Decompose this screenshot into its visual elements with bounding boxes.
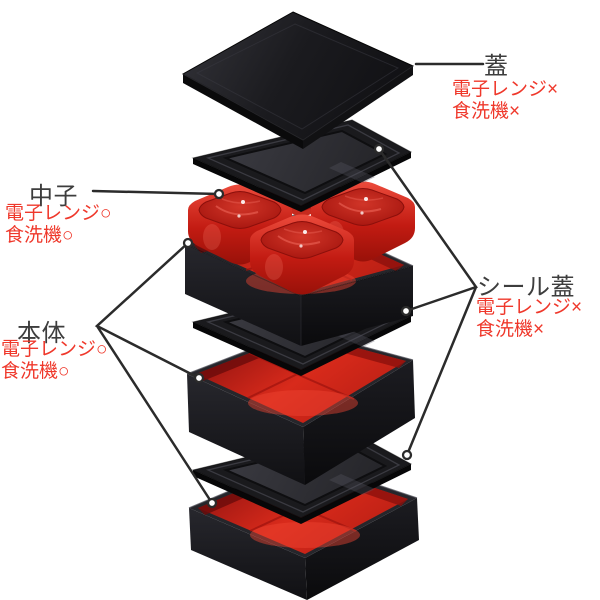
dot-seal-2 [400,305,412,317]
leader-seal-lid [377,147,478,457]
label-lid-note1: 電子レンジ× [452,79,559,100]
label-body-title: 本体 [17,320,66,347]
leader-body [94,241,214,505]
dot-seal-3 [401,449,413,461]
lid [181,11,415,149]
lid-edge-highlight [182,65,414,141]
label-body-note2: 食洗機○ [1,361,70,382]
body-box-2 [186,329,415,485]
lid-bevel [195,23,400,130]
label-seal-lid-note1: 電子レンジ× [476,297,583,318]
dot-inner-cups [213,188,225,200]
leader-dots [182,143,413,509]
label-inner-cups-note1: 電子レンジ○ [5,203,112,224]
label-inner-cups-notes: 電子レンジ○ 食洗機○ [5,203,111,247]
leader-inner-cups [91,189,221,196]
label-lid-note2: 食洗機× [452,101,521,122]
dot-body-2 [193,372,205,384]
lid-right-edge [303,66,413,149]
label-lid-notes: 電子レンジ× 食洗機× [452,79,558,123]
leader-lines [91,62,485,505]
label-seal-lid-note2: 食洗機× [476,319,545,340]
label-body-note1: 電子レンジ○ [1,339,108,360]
label-body-notes: 電子レンジ○ 食洗機○ [1,339,107,383]
label-inner-cups-title: 中子 [29,183,78,210]
lid-left-edge [183,74,303,149]
dot-body-3 [206,497,218,509]
label-lid-title: 蓋 [484,53,509,80]
dot-body-1 [182,237,194,249]
dot-seal-1 [373,143,385,155]
label-inner-cups-note2: 食洗機○ [5,225,74,246]
label-seal-lid-notes: 電子レンジ× 食洗機× [476,297,582,341]
lid-top-face [181,11,415,141]
label-seal-lid-title: シール蓋 [477,274,575,301]
